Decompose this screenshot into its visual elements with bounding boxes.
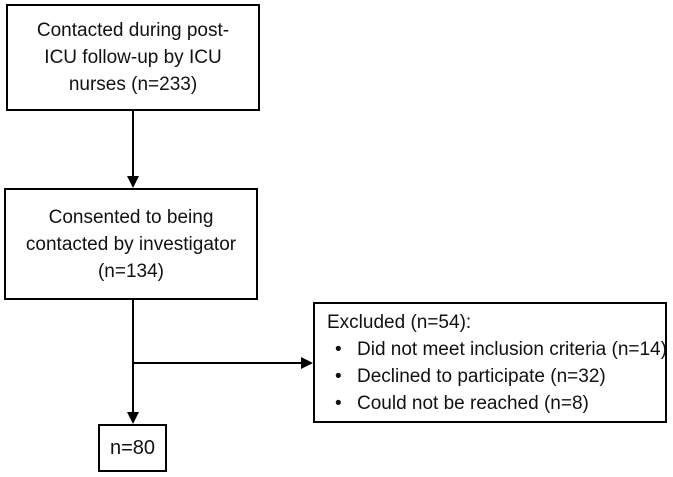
excluded-title: Excluded (n=54): [327,311,472,333]
arrow-consented-to-final [127,300,139,424]
excluded-item: • Declined to participate (n=32) [327,363,667,390]
arrow-branch-to-excluded [133,357,313,369]
box-contacted-line: ICU follow-up by ICU [44,47,222,68]
box-contacted-line: Contacted during post- [36,20,230,41]
bullet-icon: • [335,392,342,414]
box-final: n=80 [98,424,167,472]
box-contacted: Contacted during post- ICU follow-up by … [6,4,260,111]
bullet-icon: • [335,365,342,387]
box-final-label: n=80 [109,436,156,459]
box-excluded: Excluded (n=54): • Did not meet inclusio… [313,302,667,423]
box-consented: Consented to being contacted by investig… [4,188,258,300]
excluded-list: • Did not meet inclusion criteria (n=14)… [327,336,667,417]
excluded-item-text: Did not meet inclusion criteria (n=14) [357,338,667,360]
bullet-icon: • [335,338,342,360]
excluded-item: • Could not be reached (n=8) [327,390,667,417]
excluded-item-text: Declined to participate (n=32) [357,365,606,387]
box-consented-line: (n=134) [97,260,165,282]
arrow-contacted-to-consented [127,111,139,188]
box-contacted-line: nurses (n=233) [68,74,198,95]
box-consented-line: contacted by investigator [25,233,237,255]
box-consented-line: Consented to being [48,206,214,228]
excluded-item: • Did not meet inclusion criteria (n=14) [327,336,667,363]
excluded-item-text: Could not be reached (n=8) [357,392,589,414]
